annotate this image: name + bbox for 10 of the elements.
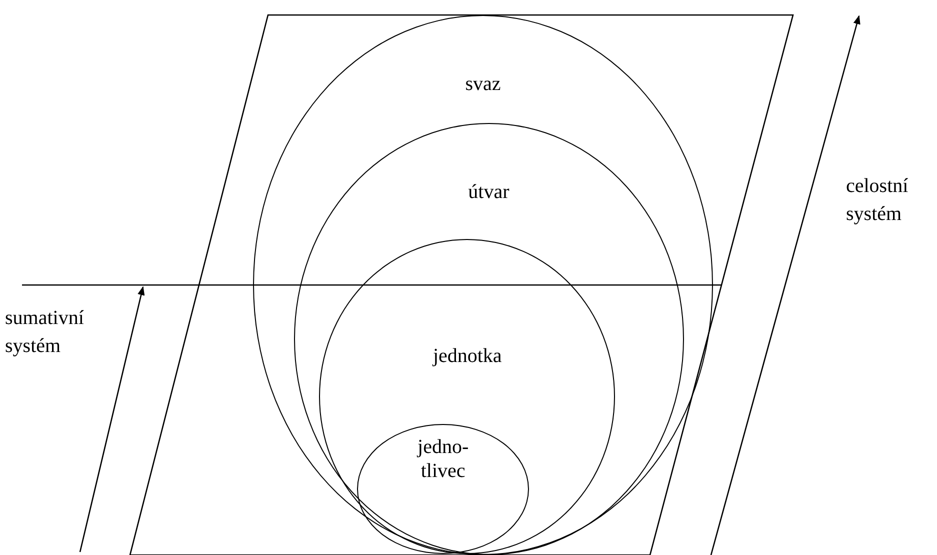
ellipse-label: svaz	[465, 72, 501, 96]
ellipse-shape	[294, 122, 684, 555]
ellipse-shape	[319, 239, 616, 554]
ellipse-label: jedno- tlivec	[416, 435, 470, 484]
axis-label: sumativní systém	[5, 306, 85, 359]
ellipse-label: jednotka	[432, 344, 502, 368]
axis-label: celostní systém	[846, 174, 910, 227]
ellipse-shape	[253, 15, 713, 555]
ellipse-shape	[357, 424, 530, 554]
ellipse-label: útvar	[468, 180, 510, 204]
